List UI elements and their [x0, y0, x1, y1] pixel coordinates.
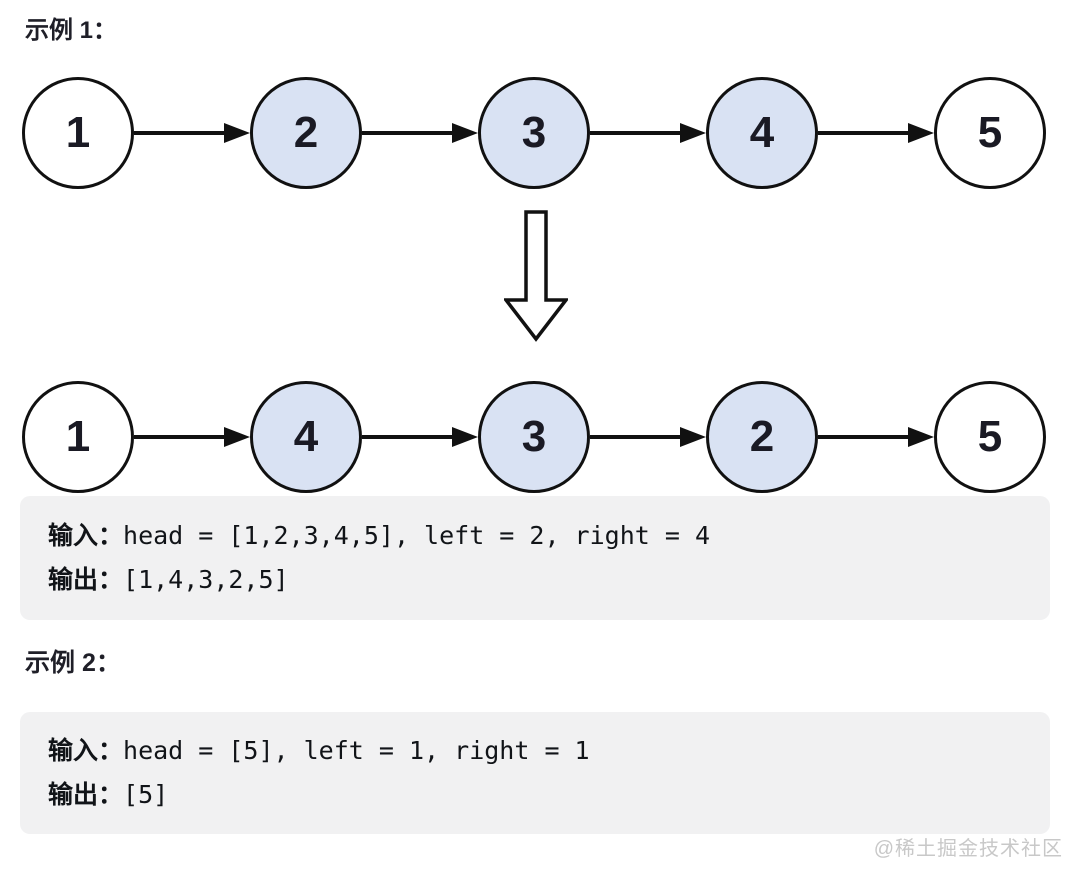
input-line: 输入：head = [1,2,3,4,5], left = 2, right =… — [48, 514, 1050, 558]
linked-list-after: 1 4 3 2 5 — [22, 381, 1050, 493]
list-node: 5 — [934, 381, 1046, 493]
list-node: 2 — [706, 381, 818, 493]
list-node: 4 — [250, 381, 362, 493]
watermark: @稀土掘金技术社区 — [873, 838, 1063, 860]
example1-io-box: 输入：head = [1,2,3,4,5], left = 2, right =… — [20, 496, 1050, 620]
arrow-right-icon — [134, 381, 250, 493]
list-node: 1 — [22, 381, 134, 493]
arrow-right-icon — [134, 77, 250, 189]
example1-title: 示例 1： — [25, 17, 118, 44]
list-node: 2 — [250, 77, 362, 189]
output-label: 输出： — [48, 781, 124, 809]
linked-list-before: 1 2 3 4 5 — [22, 77, 1050, 189]
list-node: 3 — [478, 381, 590, 493]
arrow-right-icon — [818, 77, 934, 189]
arrow-right-icon — [362, 77, 478, 189]
example2-title: 示例 2： — [25, 649, 121, 677]
list-node: 3 — [478, 77, 590, 189]
list-node: 4 — [706, 77, 818, 189]
input-label: 输入： — [48, 737, 124, 765]
output-value: [1,4,3,2,5] — [123, 565, 289, 594]
arrow-right-icon — [590, 77, 706, 189]
output-label: 输出： — [48, 566, 124, 594]
arrow-right-icon — [362, 381, 478, 493]
list-node: 5 — [934, 77, 1046, 189]
list-node: 1 — [22, 77, 134, 189]
arrow-right-icon — [818, 381, 934, 493]
output-line: 输出：[1,4,3,2,5] — [48, 558, 1050, 602]
example2-io-box: 输入：head = [5], left = 1, right = 1 输出：[5… — [20, 712, 1050, 834]
arrow-down-icon — [0, 210, 1072, 342]
input-label: 输入： — [48, 522, 124, 550]
input-value: head = [5], left = 1, right = 1 — [123, 736, 590, 765]
arrow-right-icon — [590, 381, 706, 493]
input-line: 输入：head = [5], left = 1, right = 1 — [48, 729, 1050, 773]
output-line: 输出：[5] — [48, 773, 1050, 817]
input-value: head = [1,2,3,4,5], left = 2, right = 4 — [123, 521, 711, 550]
output-value: [5] — [123, 780, 169, 809]
